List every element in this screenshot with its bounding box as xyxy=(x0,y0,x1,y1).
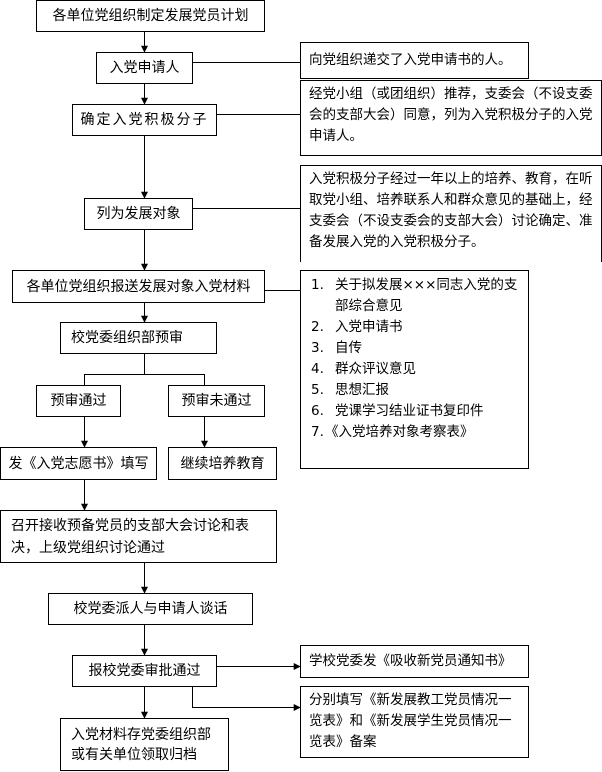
step-plan: 各单位党组织制定发展党员计划 xyxy=(36,0,265,32)
note-applicant: 向党组织递交了入党申请书的人。 xyxy=(300,42,529,79)
step-archive-label: 入党材料存党委组织部或有关单位领取归档 xyxy=(71,726,211,763)
step-approval: 报校党委审批通过 xyxy=(72,655,217,687)
materials-item-text: 入党申请书 xyxy=(335,319,403,335)
note-approval-notice-text: 学校党委发《吸收新党员通知书》 xyxy=(309,653,512,669)
step-activist-label: 确定入党积极分子 xyxy=(80,112,209,128)
step-interview: 校党委派人与申请人谈话 xyxy=(48,593,253,625)
materials-item-text: 《入党培养对象考察表》 xyxy=(325,424,474,440)
step-archive: 入党材料存党委组织部或有关单位领取归档 xyxy=(60,718,229,771)
step-fill-volunteer-form-label: 发《入党志愿书》填写 xyxy=(8,455,149,472)
step-fill-volunteer-form: 发《入党志愿书》填写 xyxy=(0,447,157,480)
step-pre-review-fail: 预审未通过 xyxy=(168,385,265,417)
materials-item-text: 群众评议意见 xyxy=(335,361,416,377)
note-materials-list: 1. 关于拟发展×××同志入党的支部综合意见 2. 入党申请书 3. 自传 4. 群众评… xyxy=(300,270,529,469)
materials-item-number: 6. xyxy=(311,403,324,419)
materials-item-text: 关于拟发展×××同志入党的支部综合意见 xyxy=(335,277,518,314)
materials-item: 2. 入党申请书 xyxy=(311,317,522,338)
materials-item-number: 2. xyxy=(311,319,324,335)
step-activist: 确定入党积极分子 xyxy=(72,104,217,136)
step-submit-materials: 各单位党组织报送发展对象入党材料 xyxy=(12,270,265,303)
step-branch-meeting-label: 召开接收预备党员的支部大会讨论和表决，上级党组织讨论通过 xyxy=(11,517,249,556)
materials-item: 5. 思想汇报 xyxy=(311,380,522,401)
note-applicant-text: 向党组织递交了入党申请书的人。 xyxy=(309,52,512,68)
step-submit-materials-label: 各单位党组织报送发展对象入党材料 xyxy=(26,278,251,295)
step-pre-review: 校党委组织部预审 xyxy=(60,322,217,354)
step-candidate: 列为发展对象 xyxy=(84,198,193,230)
note-activist: 经党小组（或团组织）推荐，支委会（不设支委会的支部大会）同意，列为入党积极分子的… xyxy=(300,80,602,156)
materials-item-text: 自传 xyxy=(335,340,362,356)
materials-item: 3. 自传 xyxy=(311,338,522,359)
step-interview-label: 校党委派人与申请人谈话 xyxy=(73,601,228,617)
materials-item: 1. 关于拟发展×××同志入党的支部综合意见 xyxy=(311,275,522,317)
step-candidate-label: 列为发展对象 xyxy=(96,206,181,222)
step-pre-review-fail-label: 预审未通过 xyxy=(181,393,252,409)
note-candidate: 入党积极分子经过一年以上的培养、教育，在听取党小组、培养联系人和群众意见的基础上… xyxy=(300,165,602,262)
step-continue-training-label: 继续培养教育 xyxy=(180,455,265,472)
arrow-approval-to-records xyxy=(192,686,301,711)
step-continue-training: 继续培养教育 xyxy=(168,447,277,480)
materials-item: 6. 党课学习结业证书复印件 xyxy=(311,401,522,422)
step-pre-review-label: 校党委组织部预审 xyxy=(71,330,183,346)
step-branch-meeting: 召开接收预备党员的支部大会讨论和表决，上级党组织讨论通过 xyxy=(0,510,277,563)
note-candidate-text: 入党积极分子经过一年以上的培养、教育，在听取党小组、培养联系人和群众意见的基础上… xyxy=(309,171,593,250)
materials-item: 4. 群众评议意见 xyxy=(311,359,522,380)
step-applicant-label: 入党申请人 xyxy=(109,60,180,76)
materials-item-number: 7. xyxy=(311,424,324,440)
materials-item-text: 党课学习结业证书复印件 xyxy=(335,403,484,419)
step-pre-review-pass: 预审通过 xyxy=(36,385,121,417)
materials-item-number: 1. xyxy=(311,277,324,293)
materials-item-number: 4. xyxy=(311,361,324,377)
note-approval-records-text: 分别填写《新发展教工党员情况一览表》和《新发展学生党员情况一览表》备案 xyxy=(309,692,512,750)
materials-item-number: 5. xyxy=(311,382,324,398)
note-approval-records: 分别填写《新发展教工党员情况一览表》和《新发展学生党员情况一览表》备案 xyxy=(300,686,529,758)
materials-item-text: 思想汇报 xyxy=(335,382,389,398)
step-plan-label: 各单位党组织制定发展党员计划 xyxy=(52,8,249,24)
note-activist-text: 经党小组（或团组织）推荐，支委会（不设支委会的支部大会）同意，列为入党积极分子的… xyxy=(309,86,593,144)
materials-item: 7.《入党培养对象考察表》 xyxy=(311,422,522,443)
note-approval-notice: 学校党委发《吸收新党员通知书》 xyxy=(300,645,529,678)
step-pre-review-pass-label: 预审通过 xyxy=(50,393,107,409)
step-approval-label: 报校党委审批通过 xyxy=(88,663,201,679)
materials-item-number: 3. xyxy=(311,340,324,356)
step-applicant: 入党申请人 xyxy=(96,52,193,84)
